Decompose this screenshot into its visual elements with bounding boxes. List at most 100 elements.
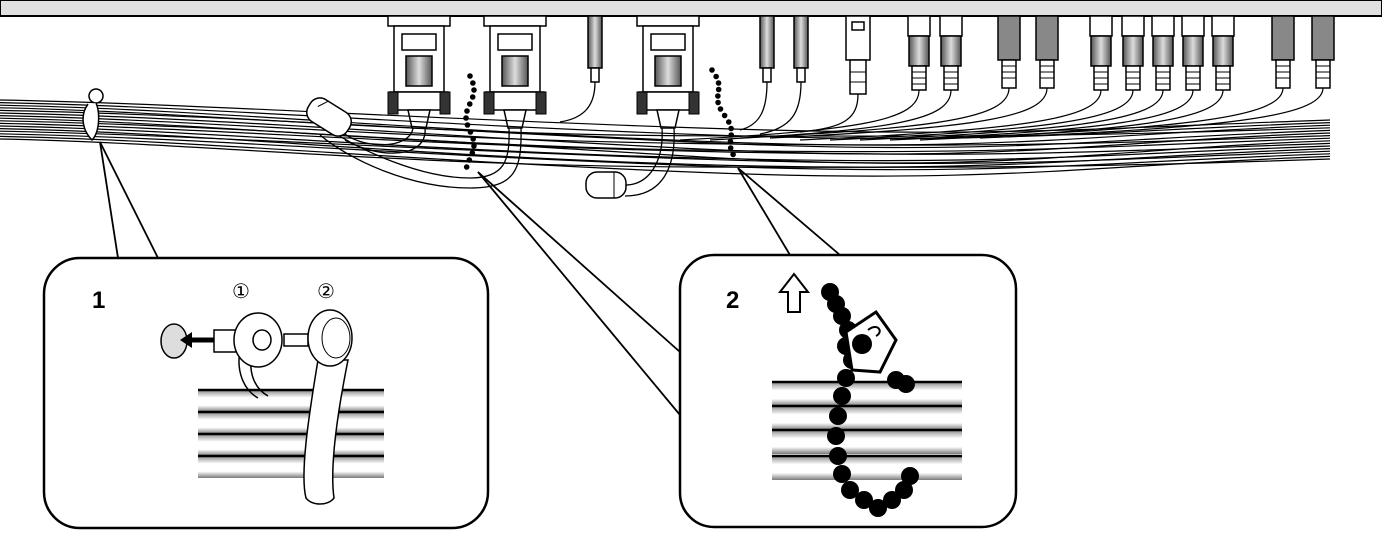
- bnc-connector-icon: [949, 15, 1295, 139]
- chain-bead: [466, 101, 473, 107]
- chain-bead: [833, 465, 851, 483]
- bnc-connector-icon: [739, 15, 1021, 139]
- bundle-wire: [0, 99, 1331, 133]
- chain-bead: [715, 99, 721, 106]
- chain-bead: [470, 80, 476, 86]
- bundle-wire: [0, 115, 1331, 146]
- step-number: 1: [92, 287, 105, 314]
- cable-cylinder: [198, 390, 384, 412]
- chain-bead: [717, 106, 724, 112]
- vga-connector-icon: [483, 15, 547, 129]
- bundle-wire: [0, 120, 1331, 164]
- usb-plug-icon: [845, 15, 871, 95]
- cable-cylinder: [772, 406, 962, 430]
- chain-bead: [713, 73, 719, 80]
- bundle-wire: [0, 130, 1331, 164]
- chain-bead: [467, 129, 474, 135]
- bundle-wire: [0, 112, 1331, 155]
- chain-bead: [469, 150, 476, 156]
- connector-cables: [319, 81, 859, 197]
- chain-bead: [463, 115, 469, 121]
- cable-cylinder: [772, 456, 962, 480]
- chain-bead: [841, 481, 859, 499]
- cable-cylinder: [772, 382, 962, 406]
- rear-panel: [0, 0, 1382, 17]
- chain-bead: [869, 499, 887, 517]
- chain-bead: [467, 73, 473, 79]
- bead-chain-tie-icon: [709, 67, 736, 158]
- chain-bead: [730, 151, 736, 158]
- bnc-connector-icon: [769, 15, 1059, 139]
- chain-bead: [464, 108, 470, 114]
- bnc-connector-icon: [979, 15, 1335, 139]
- chain-lock: [844, 309, 898, 374]
- tie-pin: [283, 333, 309, 347]
- bundle-wire: [0, 133, 1331, 171]
- chain-bead: [829, 407, 847, 425]
- chain-bead: [728, 125, 734, 132]
- chain-bead: [464, 122, 471, 128]
- callout-panel-1: 1 ① ②: [42, 256, 490, 530]
- vga-connector-icon: [636, 15, 700, 129]
- cable-cylinder: [198, 456, 384, 478]
- chain-bead: [715, 80, 722, 86]
- rca-plug-icon: [793, 15, 809, 83]
- bundle-wire: [0, 109, 1331, 149]
- cable-stack: [772, 380, 962, 480]
- bundle-wire: [0, 135, 1331, 177]
- chain-bead: [471, 87, 477, 93]
- bnc-connector-group: [679, 15, 1335, 141]
- bundle-wire: [0, 102, 1331, 140]
- chain-bead: [463, 164, 470, 170]
- step-number: 2: [726, 287, 739, 314]
- bundle-wire: [0, 128, 1331, 168]
- callout-panel-2: 2: [678, 253, 1018, 529]
- chain-bead: [466, 157, 473, 163]
- chain-bead: [728, 132, 735, 138]
- arrow-up-icon: [777, 272, 811, 313]
- ferrite-core-icon: [306, 97, 352, 137]
- cable-cylinder: [198, 412, 384, 434]
- rca-plug-icon: [759, 15, 775, 83]
- chain-bead: [727, 145, 734, 151]
- bnc-connector-icon: [919, 15, 1235, 141]
- bundle-wire: [0, 125, 1331, 162]
- bundle-wire: [0, 117, 1331, 153]
- arrow-left-icon: [180, 332, 214, 348]
- chain-bead: [901, 467, 919, 485]
- chain-bead: [833, 387, 851, 405]
- callout-pointers: [99, 141, 841, 416]
- chain-bead: [470, 136, 476, 142]
- chain-bead: [469, 94, 476, 100]
- chain-bead: [833, 307, 851, 325]
- chain-bead: [897, 375, 915, 393]
- chain-bead: [725, 119, 732, 125]
- cable-stack: [198, 388, 384, 478]
- ferrite-core-icon: [585, 171, 627, 199]
- chain-bead: [827, 427, 845, 445]
- part-label-1: ①: [232, 279, 250, 303]
- bead-chain-tie-icon: [463, 73, 477, 170]
- chain-bead: [715, 86, 722, 93]
- tie-tab-1: [213, 312, 283, 399]
- bundle-wire: [0, 122, 1331, 155]
- chain-bead: [829, 447, 847, 465]
- chain-bead: [855, 491, 873, 509]
- vga-connector-icon: [387, 15, 451, 129]
- chain-bead: [709, 67, 715, 73]
- cable-cylinder: [198, 434, 384, 456]
- chain-bead: [883, 491, 901, 509]
- cable-bundle: [0, 99, 1331, 177]
- cable-cylinder: [772, 430, 962, 454]
- chain-bead: [895, 481, 913, 499]
- chain-bead: [721, 112, 728, 119]
- chain-bead: [837, 369, 855, 387]
- tie-strap-2: [303, 309, 353, 505]
- bnc-connector-icon: [829, 15, 1145, 141]
- chain-bead: [727, 138, 734, 145]
- bundle-wire: [0, 107, 1331, 137]
- chain-bead: [471, 143, 477, 149]
- rca-plug-icon: [587, 15, 603, 83]
- bundle-wire: [0, 138, 1331, 168]
